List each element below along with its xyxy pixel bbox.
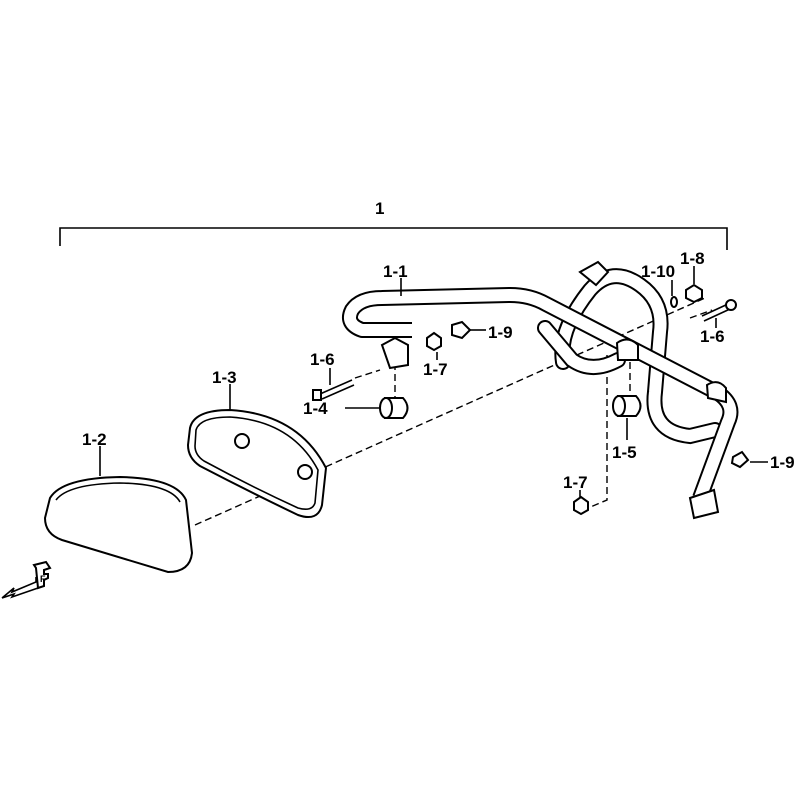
clip-right <box>730 450 750 469</box>
callout-1-7-upper: 1-7 <box>423 360 448 379</box>
callout-1-6-right: 1-6 <box>700 327 725 346</box>
callout-1-5: 1-5 <box>612 443 637 462</box>
rail-main-tube <box>342 287 739 520</box>
callout-1-6-left: 1-6 <box>310 350 335 369</box>
front-arrow-icon: F <box>1 560 52 599</box>
collar-1-4 <box>379 397 409 419</box>
callout-1-3: 1-3 <box>212 368 237 387</box>
nut-upper <box>426 331 442 352</box>
washer <box>670 296 678 308</box>
bolt-right <box>701 299 737 322</box>
bolt-left <box>312 379 355 401</box>
backrest-plate <box>186 408 328 518</box>
callout-1: 1 <box>375 199 384 218</box>
callout-1-8: 1-8 <box>680 249 705 268</box>
collar-1-5 <box>612 395 642 417</box>
assembly-bracket <box>59 227 728 250</box>
clip-left <box>451 320 472 340</box>
leader-lines <box>99 266 768 497</box>
nut-lower <box>573 495 589 516</box>
callout-1-9-left: 1-9 <box>488 323 513 342</box>
callout-1-2: 1-2 <box>82 430 107 449</box>
callout-1-10: 1-10 <box>641 262 675 281</box>
cap-nut <box>685 283 703 304</box>
backrest-pad <box>43 475 194 574</box>
callout-1-1: 1-1 <box>383 262 408 281</box>
callout-1-7-lower: 1-7 <box>563 473 588 492</box>
front-indicator-letter: F <box>40 574 46 584</box>
callout-1-4: 1-4 <box>303 399 328 418</box>
callout-1-9-right: 1-9 <box>770 453 795 472</box>
